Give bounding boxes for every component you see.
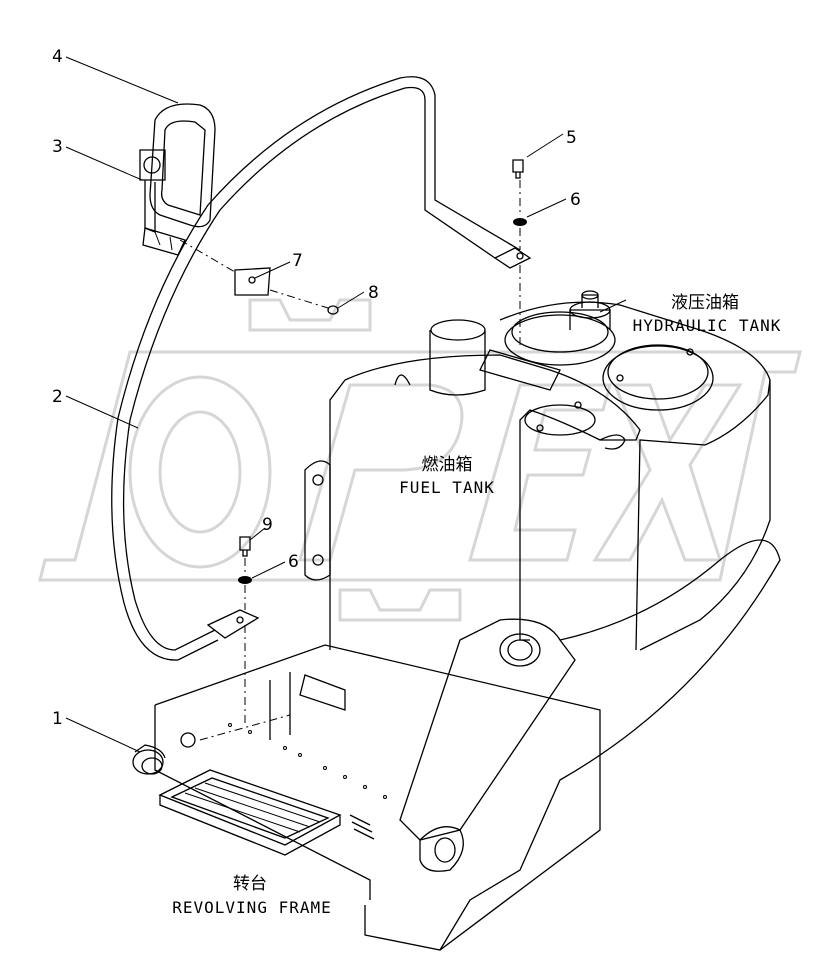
hydraulic-tank [499, 290, 771, 651]
part-6-washer-lower [238, 576, 252, 584]
revolving-frame-label-en: REVOLVING FRAME [172, 898, 332, 917]
part-number: 2 [52, 387, 63, 407]
revolving-frame-label-cn: 转台 [233, 874, 267, 894]
leader-lines [65, 56, 627, 753]
part-1-grommet [132, 744, 166, 775]
part-numbers: 4 3 2 1 5 6 7 8 9 6 [52, 47, 581, 729]
part-3-mirror-bracket [139, 149, 186, 256]
part-number: 8 [368, 283, 379, 303]
hydraulic-tank-label-cn: 液压油箱 [671, 293, 739, 313]
part-number: 9 [262, 515, 273, 535]
part-7-clamp [234, 267, 271, 296]
part-number: 3 [52, 137, 63, 157]
part-4-mirror [149, 103, 216, 228]
assembly-lines [179, 180, 521, 741]
part-number: 1 [52, 709, 63, 729]
revolving-frame [154, 539, 781, 951]
part-number: 4 [52, 47, 63, 67]
part-number: 6 [570, 190, 581, 210]
component-labels: 液压油箱 HYDRAULIC TANK 燃油箱 FUEL TANK 转台 REV… [172, 293, 782, 917]
part-9-bolt [239, 536, 251, 557]
fuel-tank [304, 319, 641, 650]
part-8-nut [327, 305, 339, 315]
part-number: 5 [566, 128, 577, 148]
part-5-bolt [512, 159, 524, 179]
part-6-washer-upper [513, 218, 527, 226]
part-2-handrail [111, 76, 532, 661]
part-number: 6 [288, 552, 299, 572]
watermark-logo [38, 298, 802, 622]
fuel-tank-label-en: FUEL TANK [399, 478, 495, 497]
part-number: 7 [292, 251, 303, 271]
hydraulic-tank-label-en: HYDRAULIC TANK [633, 316, 782, 335]
fuel-tank-label-cn: 燃油箱 [422, 455, 473, 475]
